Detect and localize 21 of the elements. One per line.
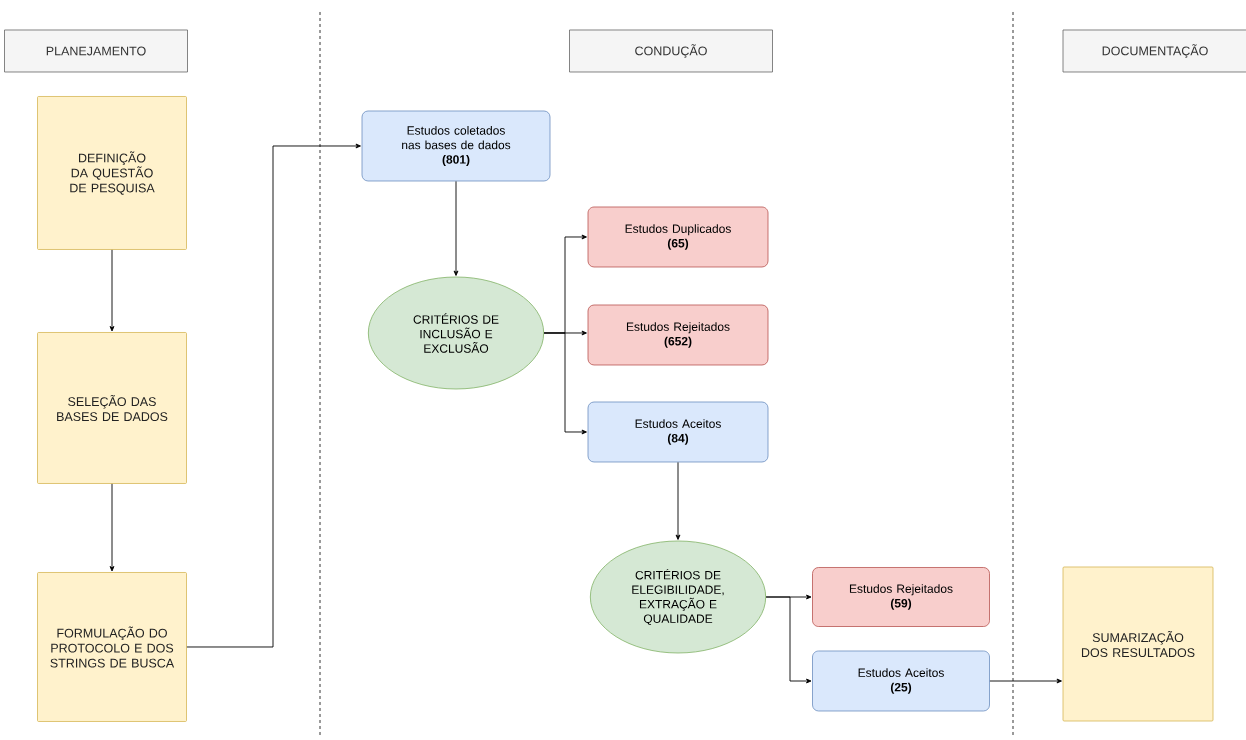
arrow: [675, 461, 681, 540]
study-box: Estudos Duplicados (65): [587, 206, 769, 268]
phase-box: FORMULAÇÃO DO PROTOCOLO E DOS STRINGS DE BUSCA: [37, 572, 187, 722]
study-box: Estudos Rejeitados (652): [587, 304, 769, 366]
arrow: [453, 180, 459, 276]
arrow: [765, 596, 812, 684]
arrow: [543, 332, 587, 435]
study-box: Estudos Rejeitados (59): [812, 567, 990, 627]
arrow: [109, 249, 115, 332]
arrow: [186, 143, 361, 648]
phase-box: DEFINIÇÃO DA QUESTÃO DE PESQUISA: [37, 96, 187, 250]
header-box: PLANEJAMENTO: [4, 29, 188, 73]
study-box: Estudos Aceitos (84): [587, 401, 769, 463]
study-box: Estudos Aceitos (25): [812, 650, 990, 712]
phase-box: SELEÇÃO DAS BASES DE DADOS: [37, 332, 187, 484]
header-box: DOCUMENTAÇÃO: [1062, 29, 1246, 73]
study-box: Estudos coletados nas bases de dados (801): [361, 110, 551, 182]
phase-box: SUMARIZAÇÃO DOS RESULTADOS: [1062, 566, 1214, 722]
arrow: [989, 678, 1062, 684]
header-box: CONDUÇÃO: [569, 29, 773, 73]
arrow: [109, 483, 115, 572]
